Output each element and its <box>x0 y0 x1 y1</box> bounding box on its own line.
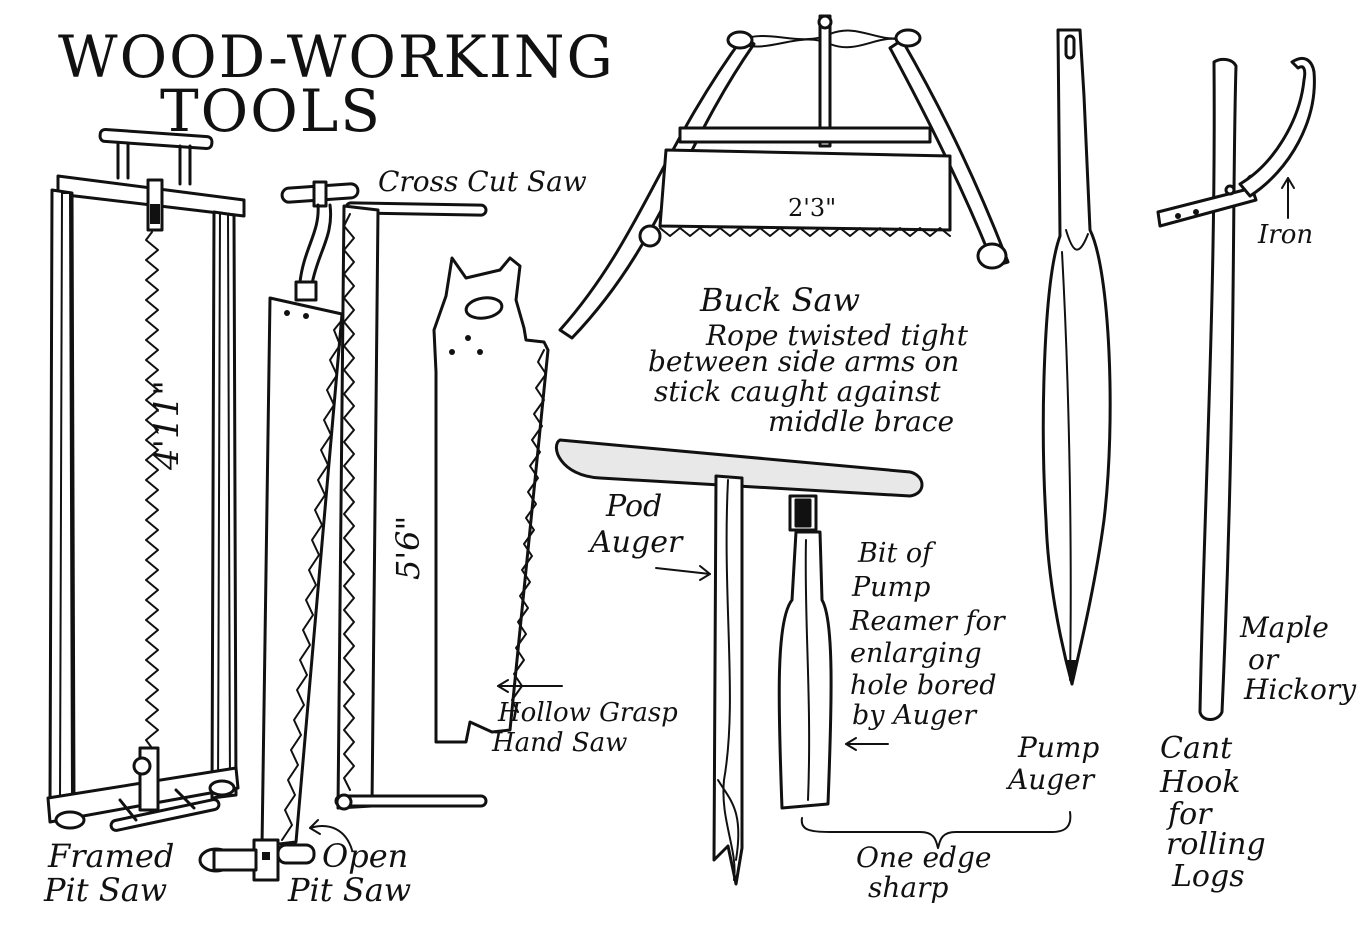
buck-saw-desc-2: between side arms on <box>648 345 960 378</box>
open-pit-saw-arrow <box>309 819 353 851</box>
framed-pit-saw-label-2: Pit Saw <box>44 871 168 909</box>
reamer-label-6: by Auger <box>852 700 977 731</box>
pod-auger-drawing <box>554 438 924 886</box>
buck-saw-drawing <box>558 14 1010 340</box>
pump-auger-label-2: Auger <box>1008 763 1095 796</box>
hollow-grasp-label-2: Hand Saw <box>492 728 628 758</box>
cant-hook-drawing <box>1156 56 1316 721</box>
open-pit-saw-label-1: Open <box>322 837 409 875</box>
open-pit-saw-label-2: Pit Saw <box>288 871 412 909</box>
framed-pit-saw-dimension: 4'11" <box>147 380 187 470</box>
one-edge-label-2: sharp <box>868 871 949 904</box>
buck-saw-desc-3: stick caught against <box>654 375 941 408</box>
iron-label: Iron <box>1258 220 1314 250</box>
maple-label-2: or <box>1248 643 1279 676</box>
cant-hook-label-1: Cant <box>1160 731 1233 766</box>
title-line-2: TOOLS <box>160 77 383 145</box>
reamer-label-1: Bit of <box>858 538 933 569</box>
cant-hook-label-2: Hook <box>1160 765 1241 800</box>
open-pit-saw-drawing <box>198 180 360 882</box>
cross-cut-saw-drawing <box>334 201 488 811</box>
reamer-label-5: hole bored <box>850 670 997 701</box>
buck-saw-desc-1: Rope twisted tight <box>706 319 968 352</box>
pump-auger-drawing <box>1041 28 1112 686</box>
pod-auger-label-1: Pod <box>606 489 663 524</box>
one-edge-label-1: One edge <box>856 841 992 874</box>
pod-auger-label-2: Auger <box>590 525 683 560</box>
title-line-1: WOOD-WORKING <box>58 23 615 91</box>
cross-cut-saw-label: Cross Cut Saw <box>378 165 587 198</box>
maple-label-1: Maple <box>1240 611 1329 644</box>
pump-auger-label-1: Pump <box>1018 731 1100 764</box>
cant-hook-label-5: Logs <box>1172 859 1245 894</box>
cant-hook-label-4: rolling <box>1166 827 1266 862</box>
framed-pit-saw-label-1: Framed <box>48 837 175 875</box>
framed-pit-saw-drawing <box>46 127 246 832</box>
hollow-grasp-label-1: Hollow Grasp <box>498 698 678 728</box>
cant-hook-label-3: for <box>1168 797 1212 832</box>
buck-saw-name: Buck Saw <box>700 281 860 319</box>
buck-saw-desc-4: middle brace <box>768 405 955 438</box>
buck-saw-dimension: 2'3" <box>788 194 837 222</box>
hollow-grasp-hand-saw-drawing <box>432 256 563 744</box>
maple-label-3: Hickory <box>1244 673 1357 706</box>
reamer-label-4: enlarging <box>850 638 982 669</box>
cross-cut-saw-dimension: 5'6" <box>389 515 427 580</box>
reamer-label-3: Reamer for <box>850 606 1005 637</box>
reamer-drawing <box>777 494 1072 849</box>
reamer-label-2: Pump <box>852 572 931 603</box>
